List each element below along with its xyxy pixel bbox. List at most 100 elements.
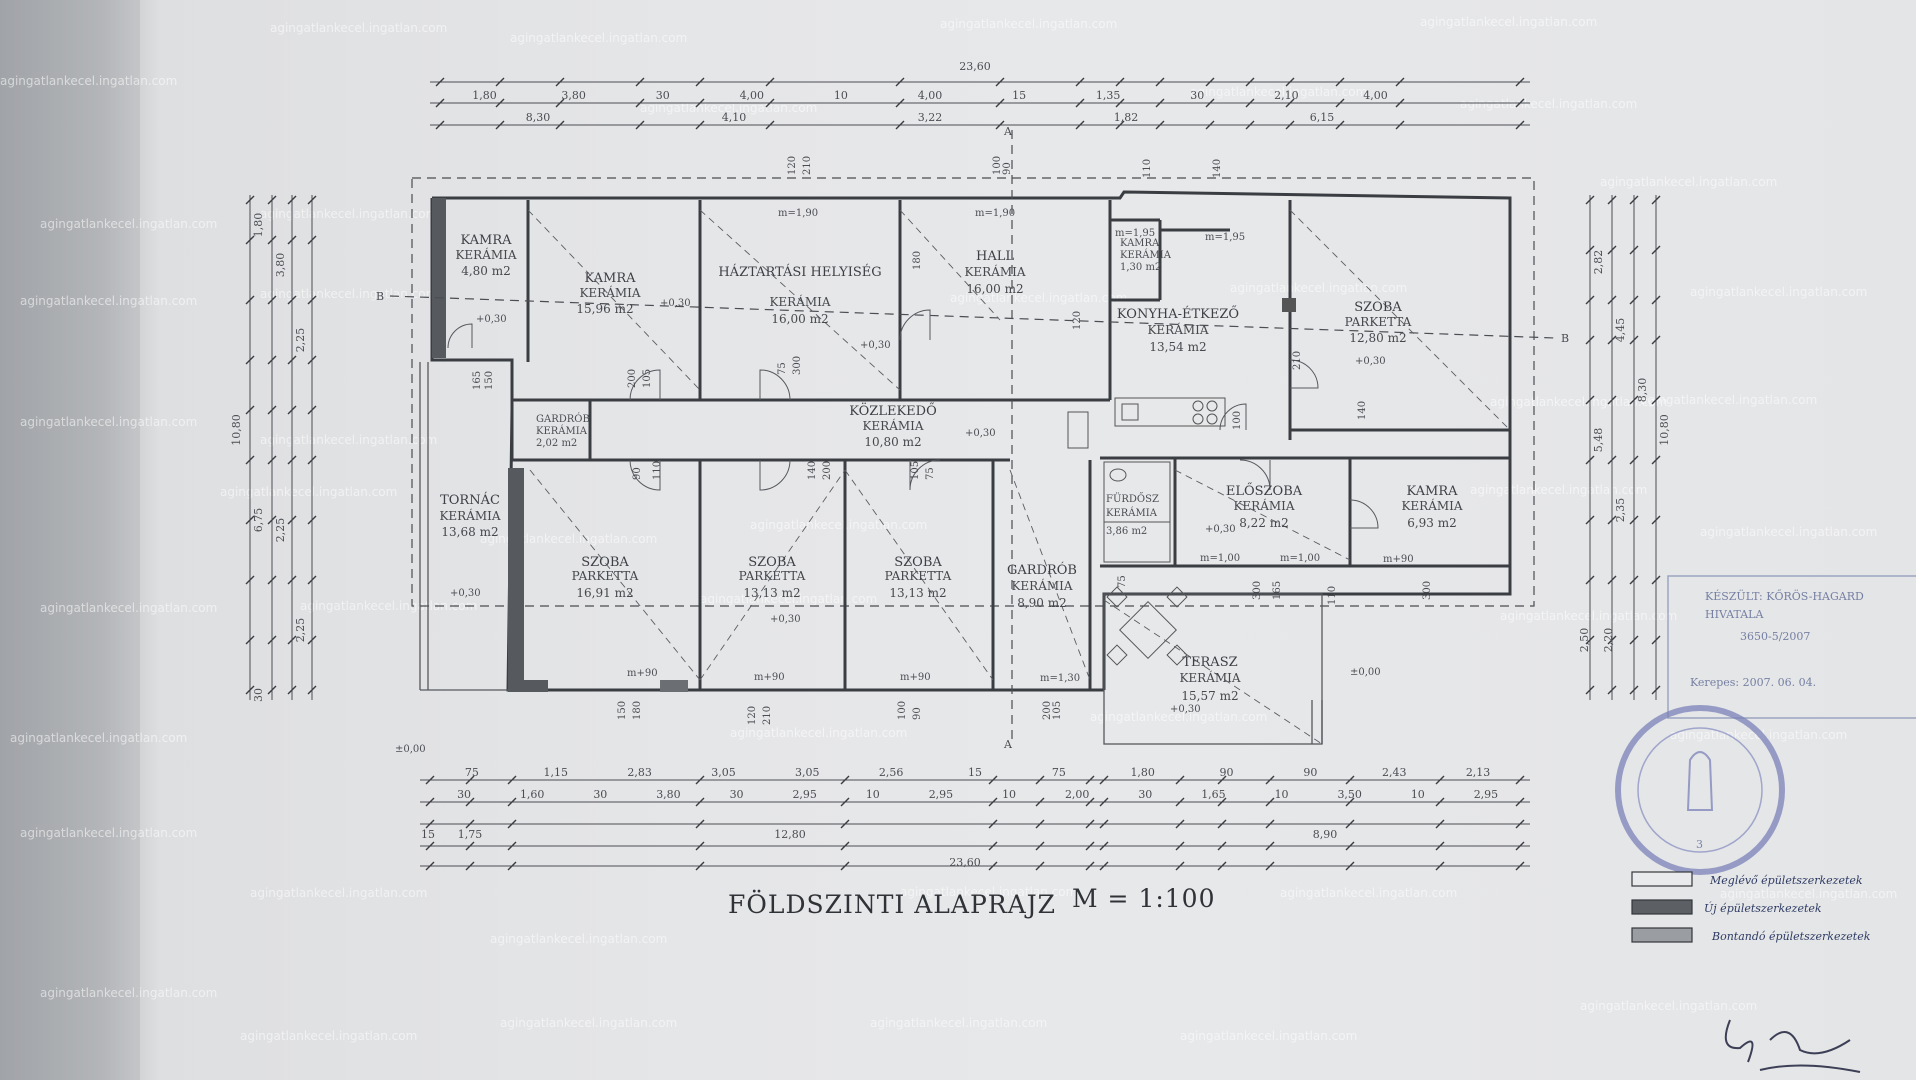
svg-text:+0,30: +0,30 (1355, 356, 1386, 367)
dim-tick (1395, 120, 1405, 130)
top-dim-label: 1,82 (1114, 111, 1139, 124)
left-dim-label: 30 (252, 688, 265, 702)
section-mark-a: A (1003, 738, 1013, 751)
right-dim-label: 8,30 (1636, 378, 1649, 403)
opening-size-label: 75 (925, 467, 936, 480)
dim-tick (1607, 515, 1617, 525)
dim-tick (245, 235, 255, 245)
dim-tick (1651, 685, 1661, 695)
svg-text:KERÁMIA: KERÁMIA (455, 247, 516, 262)
svg-text:KÖZLEKEDŐ: KÖZLEKEDŐ (849, 402, 936, 419)
dim-tick (1099, 841, 1109, 851)
dim-tick (1035, 797, 1045, 807)
bottom-dim-label: 12,80 (774, 828, 806, 841)
dim-tick (988, 861, 998, 871)
dim-tick (1607, 395, 1617, 405)
dim-tick (1607, 335, 1617, 345)
section-lines: A A B B (376, 125, 1569, 751)
dim-tick (287, 235, 297, 245)
dim-tick (435, 77, 445, 87)
left-dim-label: 1,80 (252, 213, 265, 238)
dim-tick (1629, 195, 1639, 205)
top-dim-label: 6,15 (1310, 111, 1335, 124)
top-dim-label: 1,80 (472, 89, 497, 102)
dim-tick (765, 98, 775, 108)
opening-size-label: 210 (802, 156, 813, 175)
svg-text:13,68 m2: 13,68 m2 (441, 525, 498, 539)
svg-text:m=1,00: m=1,00 (1280, 553, 1320, 564)
opening-size-label: 100 (992, 156, 1003, 175)
dim-tick (307, 405, 317, 415)
svg-text:HIVATALA: HIVATALA (1705, 608, 1764, 621)
svg-text:+0,30: +0,30 (770, 614, 801, 625)
opening-size-label: 150 (617, 701, 628, 720)
dim-tick (1075, 77, 1085, 87)
top-dim-label: 3,22 (918, 111, 943, 124)
svg-text:±0,00: ±0,00 (395, 744, 426, 755)
dim-tick (1629, 295, 1639, 305)
opening-size-label: 200 (627, 369, 638, 388)
svg-text:GARDRÓB: GARDRÓB (1007, 561, 1077, 578)
svg-text:16,00 m2: 16,00 m2 (966, 282, 1023, 296)
dim-tick (1515, 77, 1525, 87)
dim-tick (1651, 335, 1661, 345)
dim-tick (895, 77, 905, 87)
room-szoba-2: SZOBA PARKETTA 13,13 m2 (739, 555, 806, 600)
dim-tick (895, 120, 905, 130)
dim-tick (1345, 861, 1355, 871)
dim-tick (1175, 797, 1185, 807)
svg-text:KERÁMIA: KERÁMIA (862, 418, 923, 433)
bottom-dim-label: 2,13 (1466, 766, 1491, 779)
dim-tick (1099, 861, 1109, 871)
dim-tick (245, 685, 255, 695)
left-dim-label: 2,25 (294, 328, 307, 353)
bottom-dim-label: 1,75 (458, 828, 483, 841)
opening-size-label: 140 (1212, 159, 1223, 178)
svg-text:KERÁMIA: KERÁMIA (769, 294, 830, 309)
svg-text:KONYHA-ÉTKEZŐ: KONYHA-ÉTKEZŐ (1117, 306, 1239, 322)
bottom-dim-label: 8,90 (1313, 828, 1338, 841)
bottom-dim-label: 3,80 (656, 788, 681, 801)
dim-tick (435, 98, 445, 108)
opening-size-label: 165 (1272, 581, 1283, 600)
watermark-text: agingatlankecel.ingatlan.com (940, 17, 1117, 31)
dim-tick (1651, 455, 1661, 465)
watermark-text: agingatlankecel.ingatlan.com (1420, 15, 1597, 29)
dim-tick (465, 775, 475, 785)
svg-text:16,00 m2: 16,00 m2 (771, 312, 828, 326)
dim-tick (307, 635, 317, 645)
page-shadow (0, 0, 140, 1080)
svg-text:+0,30: +0,30 (965, 428, 996, 439)
bottom-dim-label: 30 (593, 788, 607, 801)
svg-text:KERÁMIA: KERÁMIA (1106, 507, 1158, 519)
dim-tick (465, 861, 475, 871)
dim-tick (425, 797, 435, 807)
drawing-title: FÖLDSZINTI ALAPRAJZ M = 1:100 (728, 884, 1215, 919)
dim-tick (1651, 245, 1661, 255)
room-eloszoba: ELŐSZOBA KERÁMIA 8,22 m2 (1226, 483, 1303, 530)
chair-icon (1166, 644, 1188, 666)
dim-tick (245, 635, 255, 645)
dim-tick (1335, 77, 1345, 87)
watermark-text: agingatlankecel.ingatlan.com (1690, 285, 1867, 299)
left-dim-label: 6,75 (252, 508, 265, 533)
room-gardrob-2: GARDRÓB KERÁMIA 8,90 m2 (1007, 561, 1077, 610)
dim-tick (1515, 841, 1525, 851)
svg-text:+0,30: +0,30 (450, 588, 481, 599)
dim-tick (267, 635, 277, 645)
dim-tick (840, 841, 850, 851)
top-dim-label: 10 (834, 89, 848, 102)
bottom-dim-label: 3,05 (795, 766, 820, 779)
dim-tick (555, 120, 565, 130)
svg-text:m+90: m+90 (754, 672, 785, 683)
dim-tick (988, 775, 998, 785)
watermark-text: agingatlankecel.ingatlan.com (1600, 175, 1777, 189)
dim-tick (307, 455, 317, 465)
top-dim-label: 4,00 (1363, 89, 1388, 102)
chair-icon (1106, 586, 1128, 608)
watermark-text: agingatlankecel.ingatlan.com (1280, 886, 1457, 900)
plan-title: FÖLDSZINTI ALAPRAJZ (728, 890, 1056, 919)
dim-tick (1585, 245, 1595, 255)
